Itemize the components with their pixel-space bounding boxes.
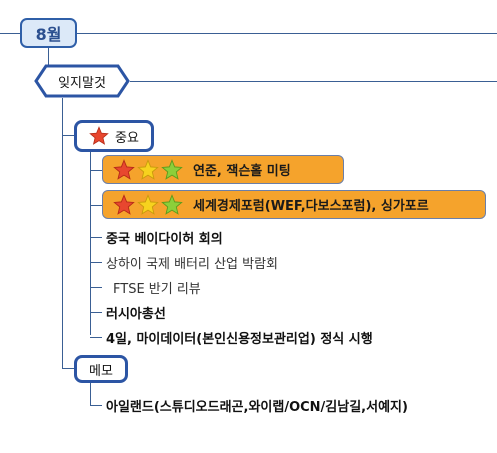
red-star-icon (89, 126, 109, 145)
highlighted-item-2[interactable]: 세계경제포럼(WEF,다보스포럼), 싱가포르 (102, 190, 486, 219)
list-item-text: 러시아총선 (106, 307, 166, 322)
list-item-text: 중국 베이다이허 회의 (106, 232, 223, 247)
root-right-line (77, 33, 497, 34)
list-item[interactable]: 중국 베이다이허 회의 (106, 228, 223, 247)
list-item-text: FTSE 반기 리뷰 (113, 282, 201, 297)
green-star-icon (161, 193, 183, 215)
important-topic-label: 중요 (115, 130, 139, 146)
memo-topic[interactable]: 메모 (74, 355, 128, 383)
conn-item-3 (90, 287, 102, 288)
important-topic[interactable]: 중요 (74, 120, 154, 152)
highlighted-item-1-text: 연준, 잭슨홀 미팅 (193, 164, 291, 179)
conn-item-4 (90, 312, 102, 313)
branch-right-line (130, 81, 497, 82)
root-topic[interactable]: 8월 (20, 18, 77, 48)
important-children-line (90, 150, 91, 335)
highlighted-item-2-text: 세계경제포럼(WEF,다보스포럼), 싱가포르 (193, 199, 429, 214)
list-item-text: 아일랜드(스튜디오드래곤,와이랩/OCN/김남길,서예지) (106, 400, 408, 415)
list-item-text: 상하이 국제 배터리 산업 박람회 (106, 257, 279, 272)
list-item[interactable]: 아일랜드(스튜디오드래곤,와이랩/OCN/김남길,서예지) (106, 396, 408, 415)
green-star-icon (161, 158, 183, 180)
conn-item-1 (90, 237, 102, 238)
list-item[interactable]: FTSE 반기 리뷰 (113, 278, 201, 297)
list-item[interactable]: 4일, 마이데이터(본인신용정보관리업) 정식 시행 (106, 328, 373, 347)
list-item[interactable]: 러시아총선 (106, 303, 166, 322)
yellow-star-icon (137, 158, 159, 180)
conn-memo-1 (90, 405, 102, 406)
memo-connector (62, 368, 74, 369)
root-topic-label: 8월 (35, 25, 62, 44)
memo-children-line (90, 382, 91, 405)
conn-item-5 (90, 337, 102, 338)
list-item[interactable]: 상하이 국제 배터리 산업 박람회 (106, 253, 278, 272)
conn-hl-1 (90, 170, 102, 171)
branch-topic[interactable]: 잊지말것 (34, 64, 130, 98)
conn-item-2 (90, 262, 102, 263)
list-item-text: 4일, 마이데이터(본인신용정보관리업) 정식 시행 (106, 332, 373, 347)
root-connector-line (0, 33, 20, 34)
branch-children-line (62, 98, 63, 368)
conn-hl-2 (90, 205, 102, 206)
red-star-icon (113, 158, 135, 180)
hexagon-shape (34, 64, 130, 98)
branch-topic-label: 잊지말것 (58, 75, 106, 91)
red-star-icon (113, 193, 135, 215)
highlighted-item-1[interactable]: 연준, 잭슨홀 미팅 (102, 155, 344, 184)
memo-topic-label: 메모 (89, 363, 113, 379)
important-connector (62, 135, 74, 136)
yellow-star-icon (137, 193, 159, 215)
